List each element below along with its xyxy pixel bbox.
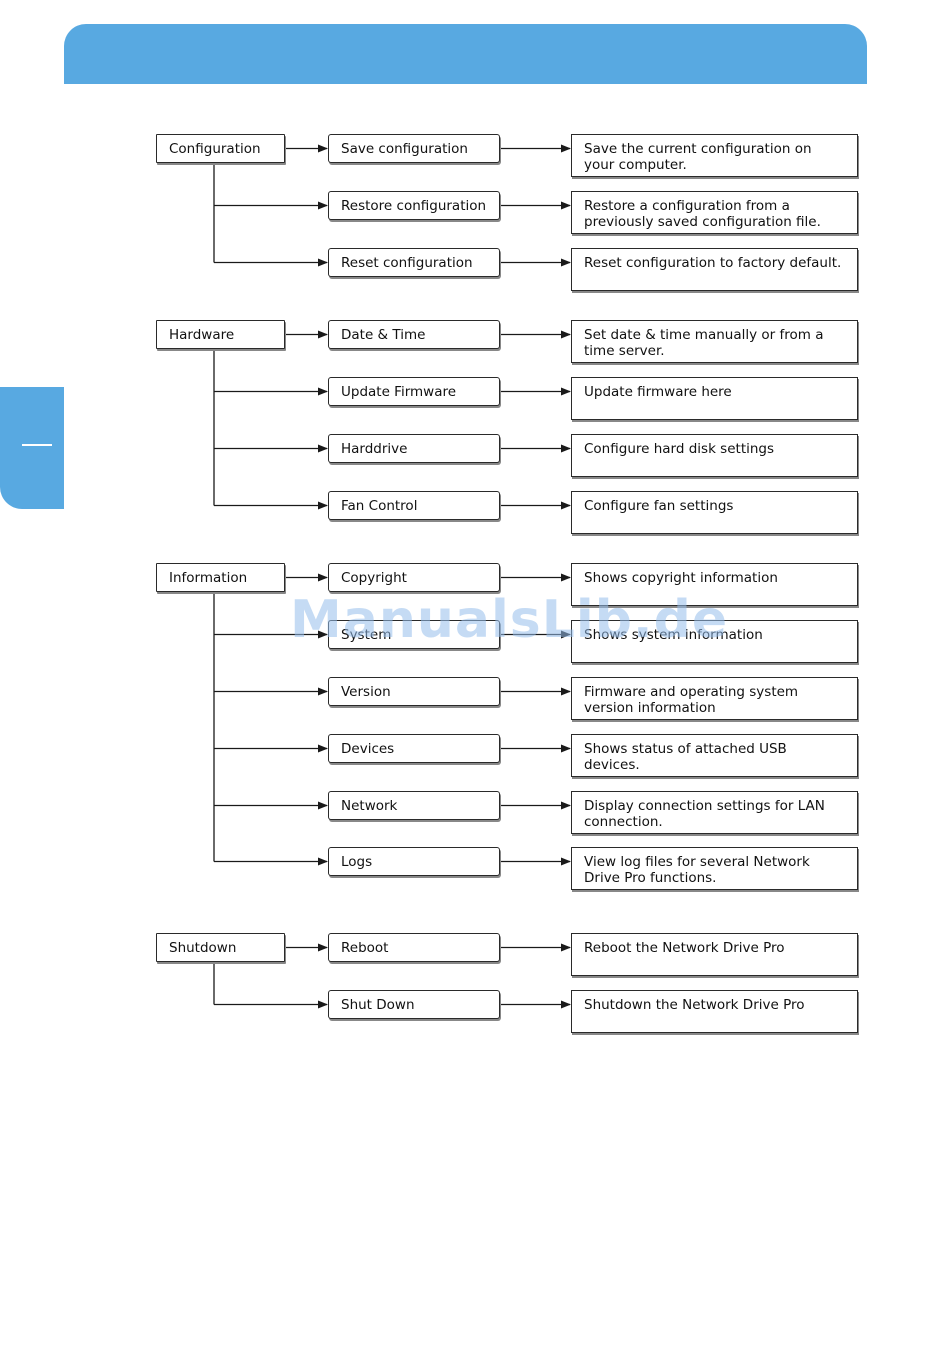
menu-item-save-configuration: Save configuration	[328, 134, 500, 163]
description-fan-control: Configure fan settings	[571, 491, 858, 534]
category-configuration: Configuration	[156, 134, 285, 163]
side-tab	[0, 387, 64, 509]
description-logs: View log files for several Network Drive…	[571, 847, 858, 890]
menu-item-devices: Devices	[328, 734, 500, 763]
menu-item-version: Version	[328, 677, 500, 706]
menu-item-logs: Logs	[328, 847, 500, 876]
description-copyright: Shows copyright information	[571, 563, 858, 606]
description-system: Shows system information	[571, 620, 858, 663]
description-reboot: Reboot the Network Drive Pro	[571, 933, 858, 976]
description-update-firmware: Update firmware here	[571, 377, 858, 420]
menu-item-shut-down: Shut Down	[328, 990, 500, 1019]
description-save-configuration: Save the current configuration on your c…	[571, 134, 858, 177]
category-shutdown: Shutdown	[156, 933, 285, 962]
menu-item-copyright: Copyright	[328, 563, 500, 592]
menu-item-reset-configuration: Reset configuration	[328, 248, 500, 277]
description-restore-configuration: Restore a configuration from a previousl…	[571, 191, 858, 234]
category-hardware: Hardware	[156, 320, 285, 349]
description-date-time: Set date & time manually or from a time …	[571, 320, 858, 363]
top-banner	[64, 24, 867, 84]
description-shut-down: Shutdown the Network Drive Pro	[571, 990, 858, 1033]
menu-item-date-time: Date & Time	[328, 320, 500, 349]
description-harddrive: Configure hard disk settings	[571, 434, 858, 477]
menu-item-harddrive: Harddrive	[328, 434, 500, 463]
menu-item-fan-control: Fan Control	[328, 491, 500, 520]
menu-item-system: System	[328, 620, 500, 649]
menu-item-network: Network	[328, 791, 500, 820]
side-tab-dash	[22, 444, 52, 446]
description-network: Display connection settings for LAN conn…	[571, 791, 858, 834]
description-version: Firmware and operating system version in…	[571, 677, 858, 720]
menu-item-update-firmware: Update Firmware	[328, 377, 500, 406]
category-information: Information	[156, 563, 285, 592]
description-reset-configuration: Reset configuration to factory default.	[571, 248, 858, 291]
description-devices: Shows status of attached USB devices.	[571, 734, 858, 777]
menu-item-restore-configuration: Restore configuration	[328, 191, 500, 220]
menu-item-reboot: Reboot	[328, 933, 500, 962]
